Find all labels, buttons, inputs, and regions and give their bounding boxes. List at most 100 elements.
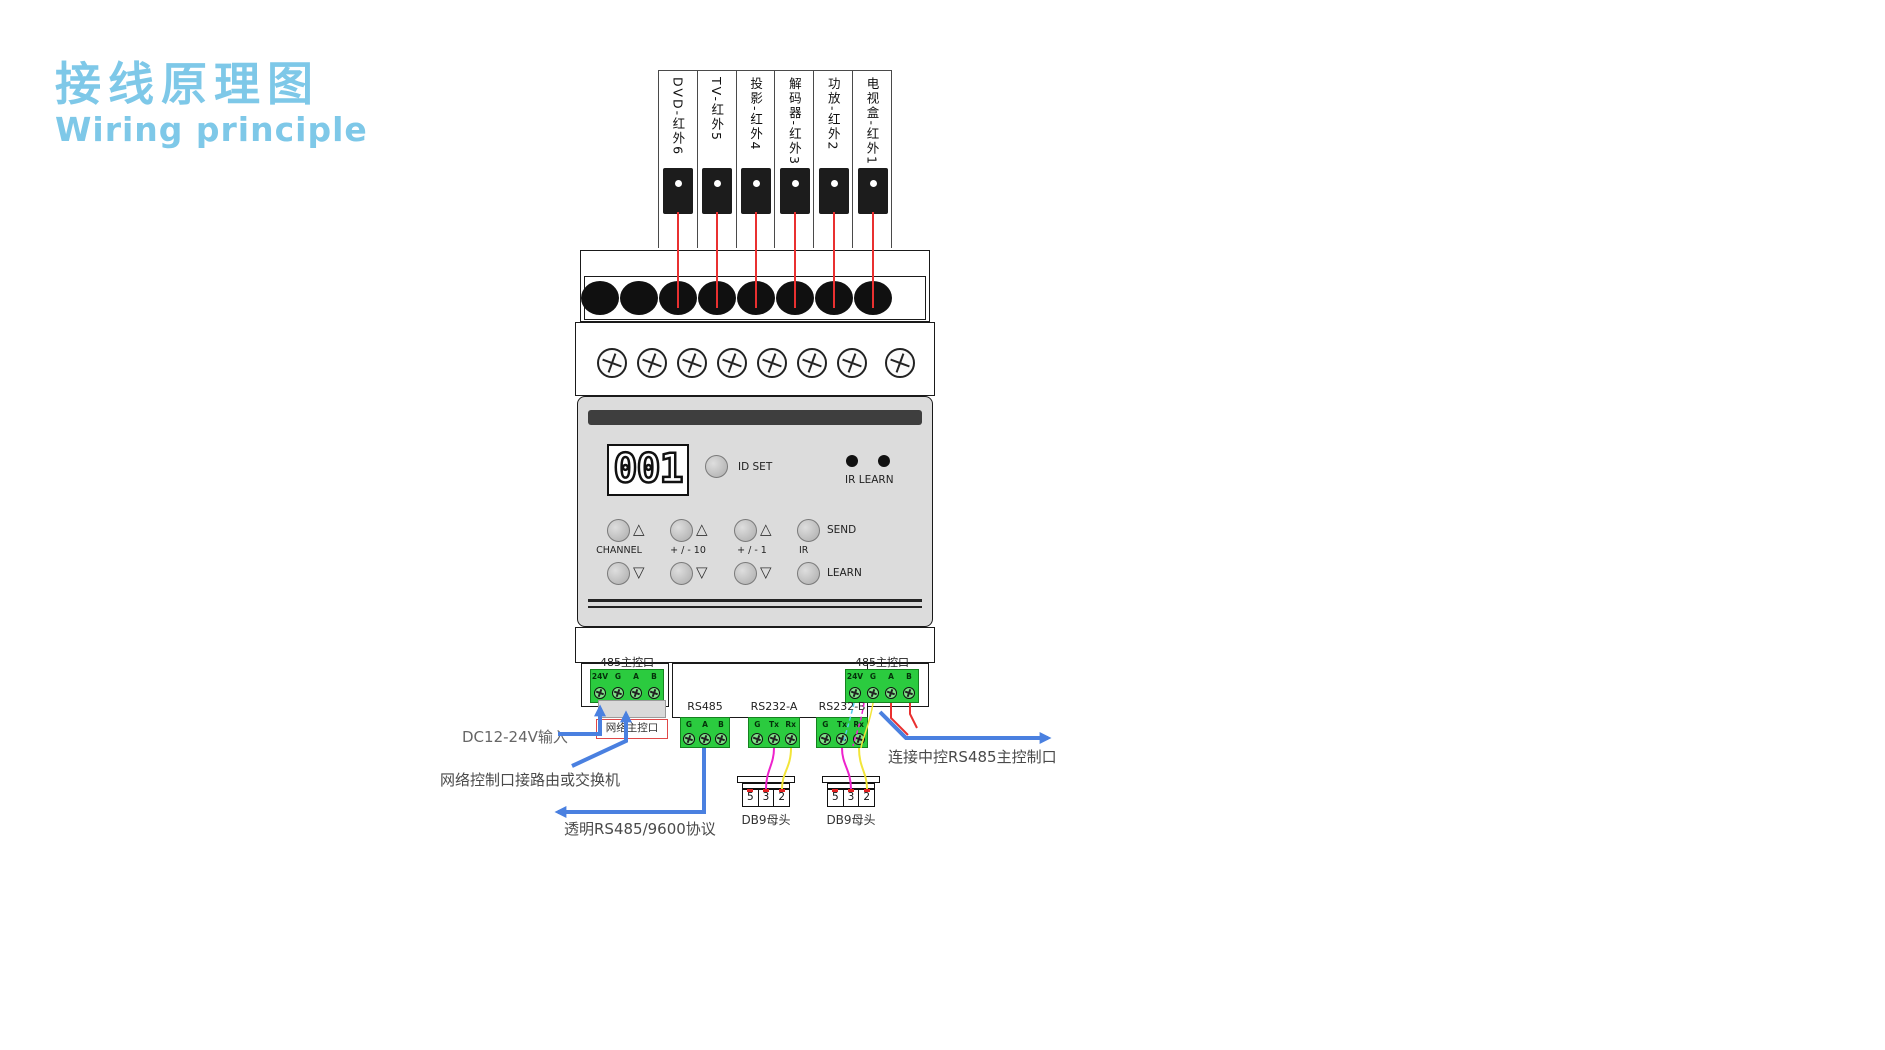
ir-channel-label: 功放-红外2 [825, 77, 841, 152]
pin-labels: G Tx Rx [817, 718, 867, 731]
pin-label: Tx [769, 720, 779, 729]
panel-divider [588, 599, 922, 602]
down-triangle-icon: ▽ [696, 563, 708, 581]
step10-down-button [670, 562, 693, 585]
page-subtitle: Wiring principle [55, 110, 368, 149]
terminal-screw [837, 348, 867, 378]
ir-channel-label: DVD-红外6 [670, 77, 686, 157]
wire-clamp [620, 281, 658, 315]
power-annotation: DC12-24V输入 [462, 728, 568, 746]
rs232a-port-label: RS232-A [750, 700, 798, 713]
ir-learn-indicator [846, 455, 858, 467]
db9-pin: 5 [743, 789, 759, 806]
rs232b-port-label: RS232-B [818, 700, 866, 713]
network-port-label: 网络主控口 [596, 719, 668, 739]
wire-clamp [737, 281, 775, 315]
send-label: SEND [827, 524, 857, 536]
terminal-screw [648, 686, 660, 699]
down-triangle-icon: ▽ [633, 563, 645, 581]
ir-learn-label: IR LEARN [845, 474, 894, 486]
terminal-screw [867, 686, 879, 699]
terminal-screw [630, 686, 642, 699]
db9-pin: 5 [828, 789, 844, 806]
terminal-screw [849, 686, 861, 699]
rs232b-terminal-block: G Tx Rx [816, 717, 868, 748]
ir-channel-label: 解码器-红外3 [786, 77, 802, 166]
db9b-label: DB9母头 [826, 813, 876, 827]
ir-learn-button [797, 562, 820, 585]
id-set-label: ID SET [738, 461, 773, 473]
terminal-screws [681, 731, 729, 747]
ir-channel-column: 功放-红外2 [814, 71, 854, 248]
pin-label: B [651, 672, 657, 681]
pin-label: G [822, 720, 829, 729]
terminal-screw [757, 348, 787, 378]
terminal-screws [591, 683, 663, 702]
left-485-terminal-block: 24V G A B [590, 669, 664, 703]
ir-send-button [797, 519, 820, 542]
left-485-port-label: 485主控口 [600, 656, 654, 669]
step10-up-button [670, 519, 693, 542]
terminal-screw [594, 686, 606, 699]
rs485-port-label: RS485 [687, 700, 723, 713]
ir-emitter-head [702, 168, 732, 214]
terminal-screw [852, 733, 865, 745]
step1-up-button [734, 519, 757, 542]
ir-emitter-head [819, 168, 849, 214]
wire-clamp [854, 281, 892, 315]
wire-clamp [815, 281, 853, 315]
pin-labels: 24V G A B [846, 670, 918, 683]
terminal-screw [612, 686, 624, 699]
pin-label: G [754, 720, 761, 729]
terminal-screw [903, 686, 915, 699]
ir-channel-label: 投影-红外4 [748, 77, 764, 152]
channel-down-button [607, 562, 630, 585]
terminal-screw [597, 348, 627, 378]
terminal-screw [885, 348, 915, 378]
ir-channel-column: 电视盒-红外1 [853, 71, 891, 248]
ir-learn-indicator [878, 455, 890, 467]
up-triangle-icon: △ [633, 520, 645, 538]
pin-label: B [906, 672, 912, 681]
db9a-pin-row: 5 3 2 [742, 789, 790, 807]
terminal-screws [846, 683, 918, 702]
pin-label: Rx [785, 720, 796, 729]
pin-label: B [718, 720, 724, 729]
network-annotation: 网络控制口接路由或交换机 [440, 771, 621, 789]
up-triangle-icon: △ [696, 520, 708, 538]
db9-pin: 2 [774, 789, 789, 806]
db9b-connector-body [822, 776, 880, 783]
pin-labels: G Tx Rx [749, 718, 799, 731]
terminal-screw [699, 733, 711, 745]
device-panel [577, 396, 933, 627]
pin-label: G [685, 720, 693, 729]
terminal-screw [885, 686, 897, 699]
channel-label: CHANNEL [596, 545, 642, 556]
ir-emitter-head [780, 168, 810, 214]
step10-label: + / - 10 [670, 545, 706, 556]
pin-label: A [888, 672, 894, 681]
up-triangle-icon: △ [760, 520, 772, 538]
pin-labels: 24V G A B [591, 670, 663, 683]
terminal-screw [784, 733, 797, 745]
ir-channel-label: TV-红外5 [709, 77, 725, 142]
wire-clamp [698, 281, 736, 315]
network-port [598, 700, 666, 718]
terminal-screw [751, 733, 764, 745]
db9-pin: 3 [844, 789, 860, 806]
panel-divider [588, 606, 922, 608]
right-485-terminal-block: 24V G A B [845, 669, 919, 703]
protocol-annotation: 透明RS485/9600协议 [564, 820, 716, 838]
panel-top-strip [588, 410, 922, 425]
down-triangle-icon: ▽ [760, 563, 772, 581]
wire-clamp [581, 281, 619, 315]
id-display: 001 [607, 444, 689, 496]
db9a-label: DB9母头 [741, 813, 791, 827]
wire-clamp [776, 281, 814, 315]
device-screw-housing [575, 322, 935, 396]
terminal-screw [819, 733, 832, 745]
pin-label: 24V [591, 672, 609, 681]
terminal-screw [797, 348, 827, 378]
terminal-screw [767, 733, 780, 745]
